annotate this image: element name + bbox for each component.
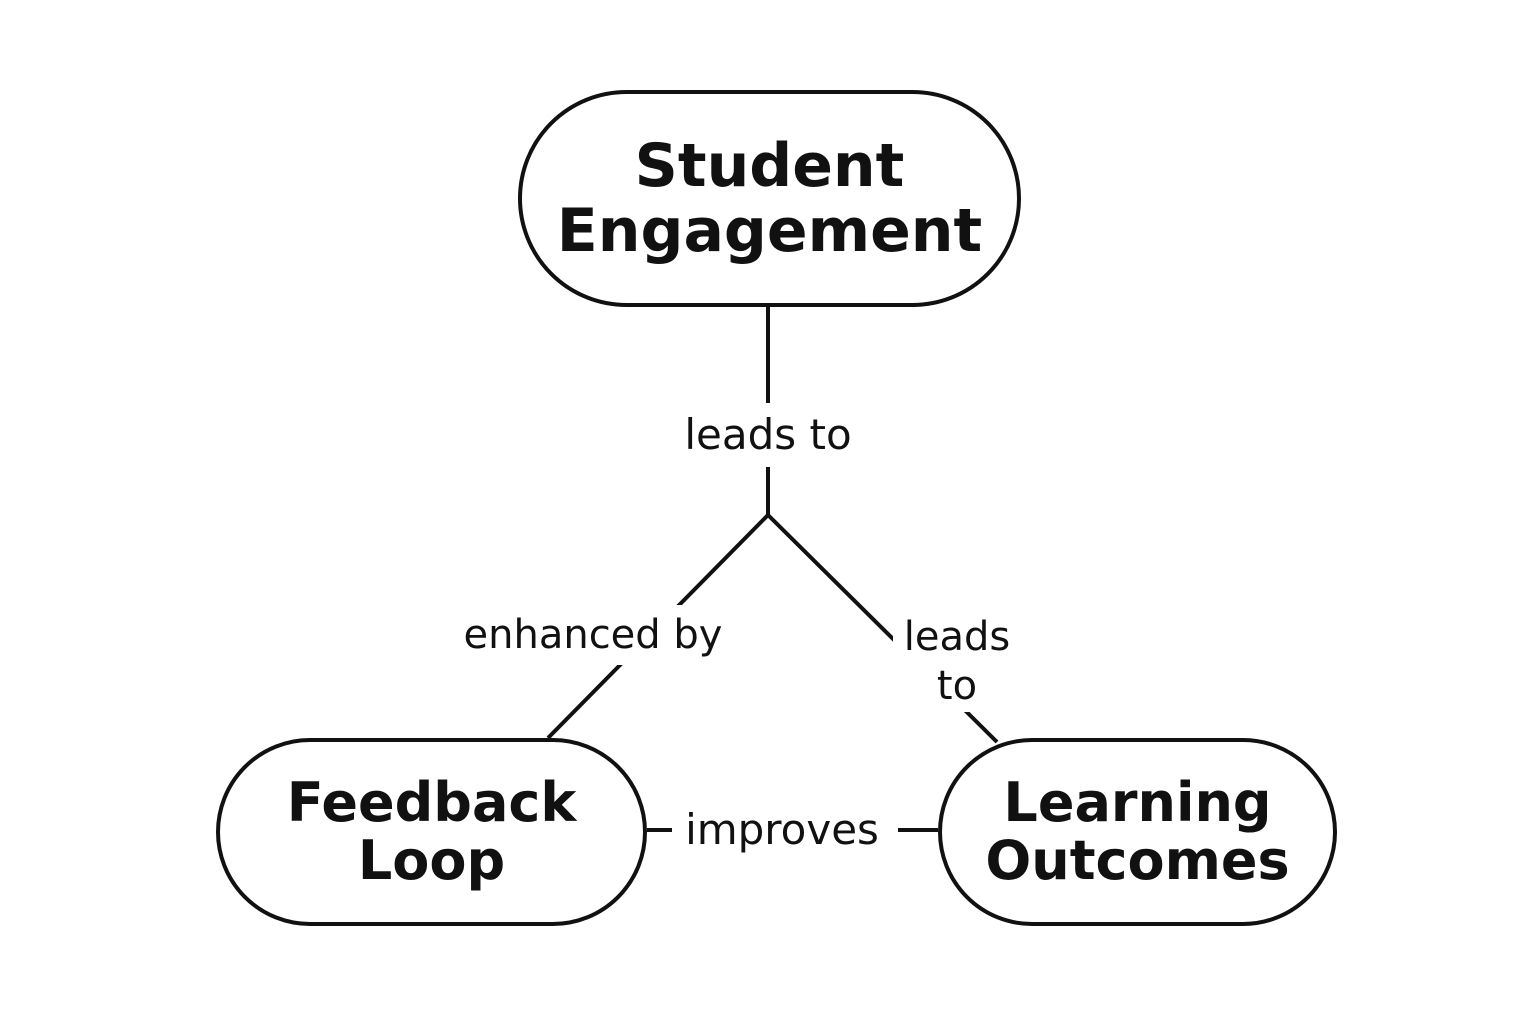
edge-label-leads-to-outcomes-line-1: leads [903,614,1011,661]
edge-label-improves: improves [672,800,892,860]
edge-label-leads-to: leads to [668,403,868,467]
edge-label-enhanced-by: enhanced by [448,605,738,665]
node-student-engagement-line-1: Student [634,130,905,201]
node-feedback-loop-line-2: Loop [357,829,506,892]
edge-label-leads-to-outcomes-line-2: to [936,663,978,709]
node-feedback-loop-line-1: Feedback [286,770,577,834]
node-learning-outcomes: Learning Outcomes [938,738,1337,926]
node-student-engagement: Student Engagement [518,90,1021,307]
edge-label-enhanced-by-text: enhanced by [463,612,723,658]
edge-label-improves-text: improves [685,804,879,854]
node-learning-outcomes-line-2: Outcomes [985,829,1290,892]
edge-label-leads-to-text: leads to [684,409,852,459]
node-learning-outcomes-line-1: Learning [1003,770,1272,834]
node-student-engagement-line-2: Engagement [556,195,983,266]
node-feedback-loop: Feedback Loop [216,738,647,926]
edge-label-leads-to-outcomes: leads to [893,612,1021,712]
